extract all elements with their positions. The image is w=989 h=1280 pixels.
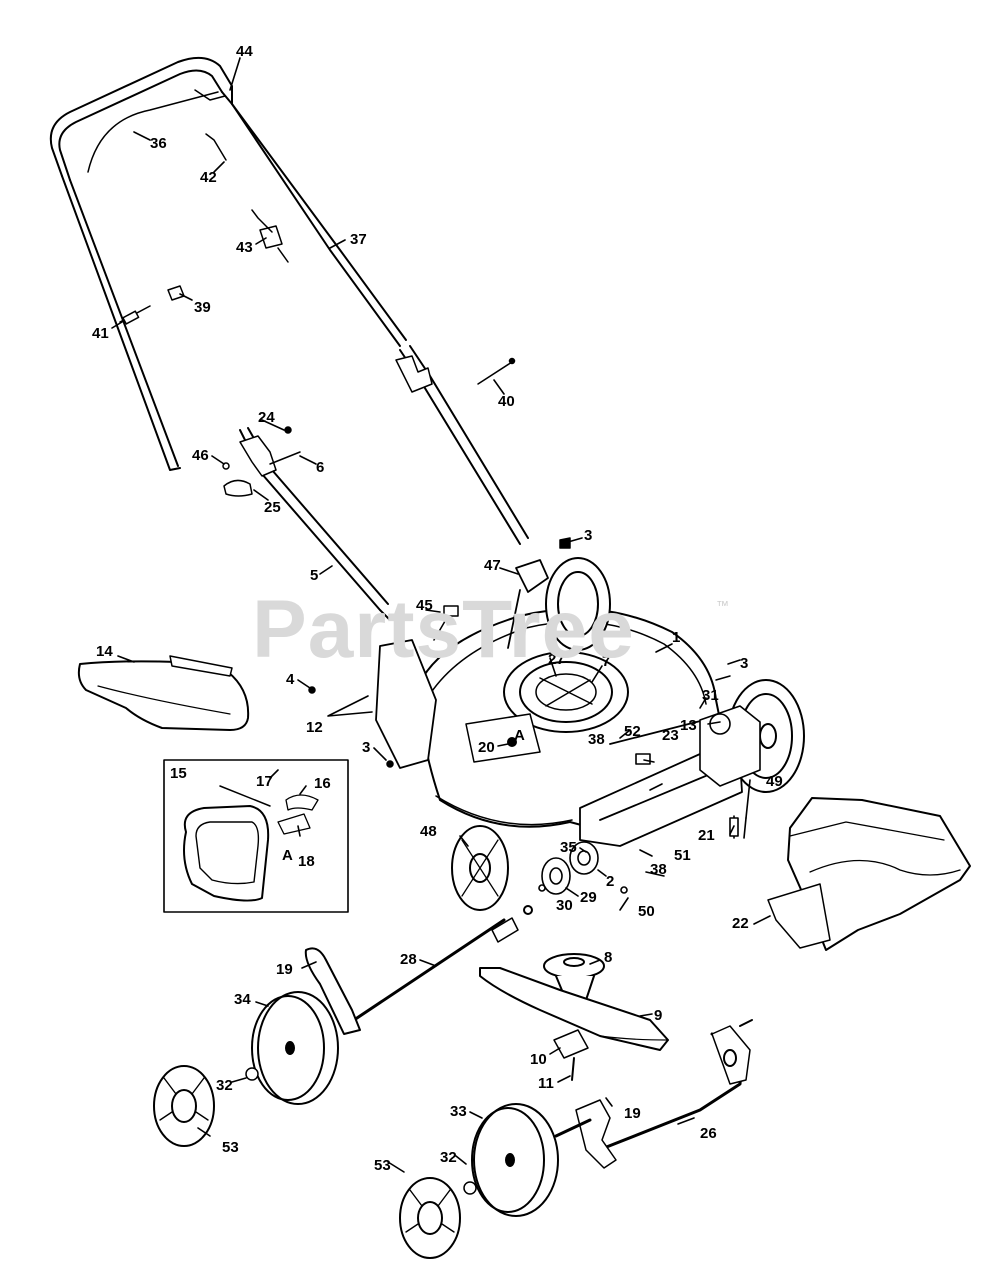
callout-18: 18 <box>298 853 315 870</box>
callout-3-left: 3 <box>362 739 370 756</box>
hub-cap-48 <box>451 825 509 911</box>
trademark-symbol: ™ <box>716 598 729 613</box>
callout-3-right: 3 <box>740 655 748 672</box>
upper-handle <box>49 56 407 471</box>
blade-assembly <box>479 953 669 1081</box>
gears <box>538 841 628 895</box>
handle-knobs <box>167 209 433 497</box>
callout-52: 52 <box>624 723 641 740</box>
callout-24: 24 <box>258 409 275 426</box>
callout-53-left: 53 <box>222 1139 239 1156</box>
front-wheel-left <box>245 991 339 1105</box>
callout-12: 12 <box>306 719 323 736</box>
callout-17: 17 <box>256 773 273 790</box>
callout-50: 50 <box>638 903 655 920</box>
callout-10: 10 <box>530 1051 547 1068</box>
callout-15: 15 <box>170 765 187 782</box>
callout-13: 13 <box>680 717 697 734</box>
rear-axle <box>554 1019 753 1169</box>
callout-21: 21 <box>698 827 715 844</box>
callout-42: 42 <box>200 169 217 186</box>
front-axle <box>304 905 533 1035</box>
callout-16: 16 <box>314 775 331 792</box>
hub-cap-left <box>153 1065 215 1147</box>
mower-deck <box>417 607 725 831</box>
callout-26: 26 <box>700 1125 717 1142</box>
callout-46: 46 <box>192 447 209 464</box>
callout-5: 5 <box>310 567 318 584</box>
callout-7: 7 <box>602 653 610 670</box>
callout-4: 4 <box>286 671 295 688</box>
callout-22: 22 <box>732 915 749 932</box>
callout-37: 37 <box>350 231 367 248</box>
front-wheel-right <box>463 1103 559 1217</box>
callout-19-left: 19 <box>276 961 293 978</box>
rear-wheel-left <box>545 557 611 651</box>
inset-box <box>163 759 349 913</box>
ref-A-deck: A <box>514 727 525 744</box>
callout-53-right: 53 <box>374 1157 391 1174</box>
callout-11: 11 <box>538 1075 554 1092</box>
callout-labels: 44 36 42 43 37 39 41 40 24 46 6 25 5 47 … <box>92 43 783 1174</box>
callout-32-right: 32 <box>440 1149 457 1166</box>
callout-39: 39 <box>194 299 211 316</box>
callout-14: 14 <box>96 643 113 660</box>
callout-49: 49 <box>766 773 783 790</box>
callout-29: 29 <box>580 889 597 906</box>
callout-28: 28 <box>400 951 417 968</box>
callout-35: 35 <box>560 839 577 856</box>
hub-cap-right <box>399 1177 461 1259</box>
callout-38-lower: 38 <box>650 861 667 878</box>
callout-19-right: 19 <box>624 1105 641 1122</box>
callout-40: 40 <box>498 393 515 410</box>
callout-38-upper: 38 <box>588 731 605 748</box>
callout-3-top: 3 <box>584 527 592 544</box>
callout-23: 23 <box>662 727 679 744</box>
callout-20: 20 <box>478 739 495 756</box>
callout-2: 2 <box>606 873 614 890</box>
callout-25: 25 <box>264 499 281 516</box>
callout-6: 6 <box>316 459 324 476</box>
ref-A-inset: A <box>282 847 293 864</box>
callout-27: 27 <box>548 651 565 668</box>
leader-lines <box>111 57 771 1173</box>
lower-handle <box>239 345 529 621</box>
callout-44: 44 <box>236 43 253 60</box>
side-chute <box>77 655 250 731</box>
callout-9: 9 <box>654 1007 662 1024</box>
callout-47: 47 <box>484 557 501 574</box>
callout-36: 36 <box>150 135 167 152</box>
callout-8: 8 <box>604 949 612 966</box>
watermark: PartsTree <box>252 584 635 675</box>
callout-43: 43 <box>236 239 253 256</box>
callout-31: 31 <box>702 687 719 704</box>
callout-45: 45 <box>416 597 433 614</box>
callout-41: 41 <box>92 325 109 342</box>
callout-30: 30 <box>556 897 573 914</box>
callout-33: 33 <box>450 1103 467 1120</box>
callout-32-left: 32 <box>216 1077 233 1094</box>
callout-48: 48 <box>420 823 437 840</box>
grass-bag <box>767 797 971 951</box>
rear-frame <box>375 559 743 847</box>
callout-34: 34 <box>234 991 251 1008</box>
callout-51: 51 <box>674 847 691 864</box>
callout-1: 1 <box>672 629 680 646</box>
